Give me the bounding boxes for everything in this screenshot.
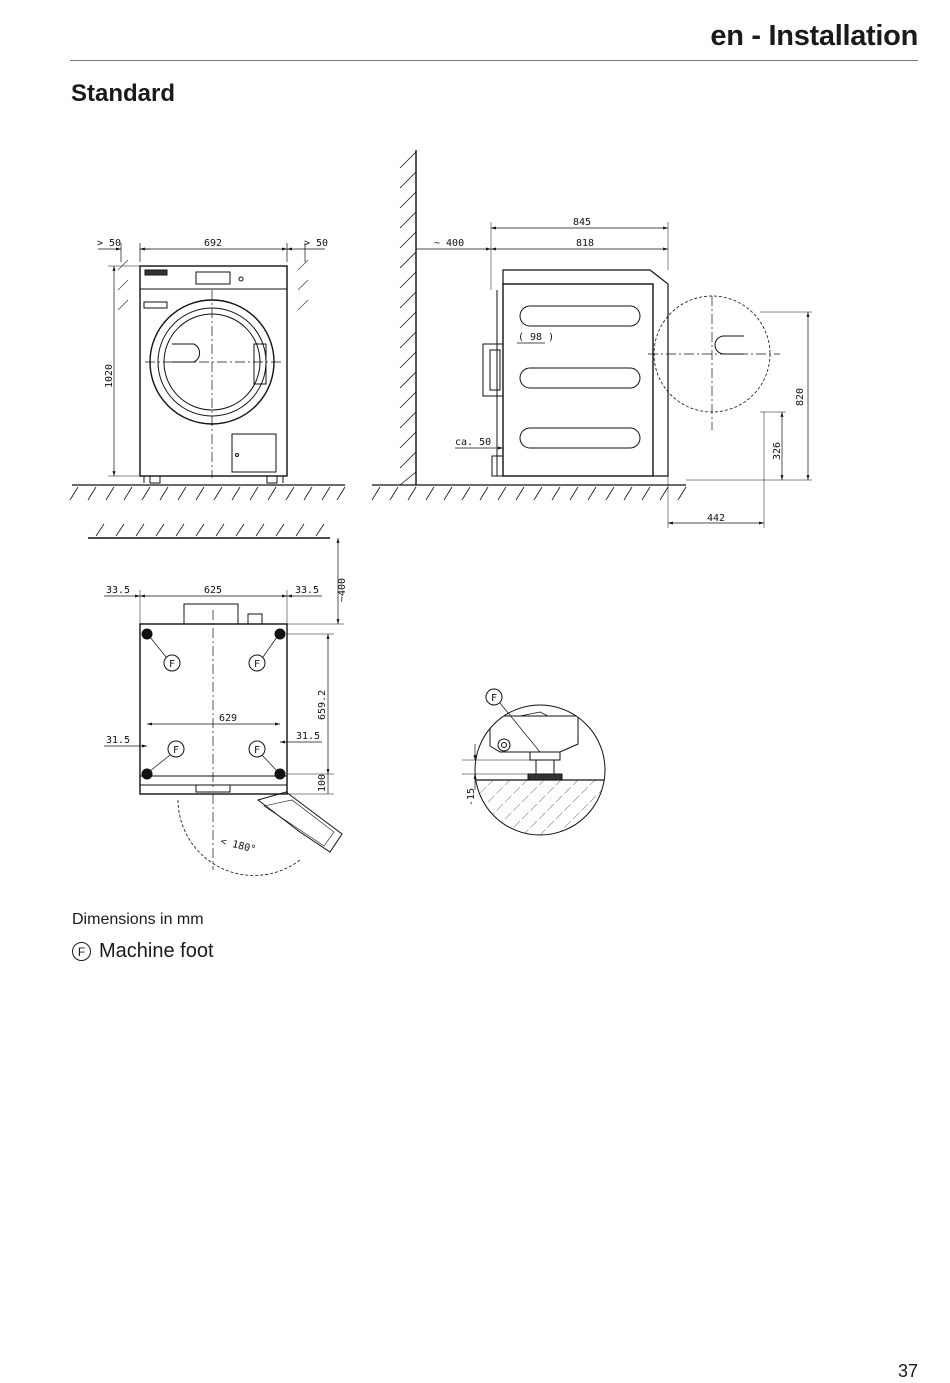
- page-header-title: en - Installation: [710, 20, 918, 52]
- top-foot-label-1: F: [169, 659, 175, 670]
- front-width: 692: [204, 238, 222, 249]
- header-rule: [70, 60, 918, 61]
- top-width: 625: [204, 585, 222, 596]
- side-depth-body: 818: [576, 238, 594, 249]
- side-door-center-height: 326: [772, 442, 783, 460]
- front-height: 1020: [104, 364, 115, 388]
- side-view: [371, 150, 812, 528]
- installation-drawing: > 50 692 > 50 1020: [69, 150, 812, 876]
- side-wall-hatch: [117, 259, 309, 311]
- legend: F Machine foot: [72, 940, 214, 963]
- detail-foot-label: F: [491, 693, 497, 704]
- top-side-right: 33.5: [295, 585, 319, 596]
- wall-hatch: [399, 151, 417, 486]
- foot-detail-view: [462, 688, 606, 836]
- top-foot-label-2: F: [254, 659, 260, 670]
- top-front-offset: 100: [317, 774, 328, 792]
- legend-text: Machine foot: [99, 940, 214, 962]
- side-door-swing-depth: 442: [707, 513, 725, 524]
- top-foot-label-3: F: [173, 745, 179, 756]
- section-title: Standard: [71, 80, 176, 107]
- side-depth-total: 845: [573, 217, 591, 228]
- detail-adjustment: -15: [466, 788, 477, 806]
- top-foot-left: 31.5: [106, 735, 130, 746]
- page-number: 37: [897, 1361, 918, 1381]
- top-wall-distance: ~400: [337, 578, 348, 602]
- front-clearance-right: > 50: [304, 238, 328, 249]
- machine-foot-symbol: F: [72, 942, 91, 961]
- top-depth: 659.2: [317, 690, 328, 720]
- front-clearance-left: > 50: [97, 238, 121, 249]
- side-duct-bottom: ca. 50: [455, 437, 491, 448]
- top-foot-span: 629: [219, 713, 237, 724]
- front-view: [69, 243, 346, 501]
- floor-hatch: [69, 486, 346, 501]
- side-height: 820: [795, 388, 806, 406]
- top-view: [88, 523, 344, 876]
- top-side-left: 33.5: [106, 585, 130, 596]
- top-foot-right: 31.5: [296, 731, 320, 742]
- top-door-angle: < 180°: [219, 836, 257, 855]
- dimensions-caption: Dimensions in mm: [72, 911, 204, 928]
- side-wall-distance: ~ 400: [434, 238, 464, 249]
- side-duct-offset: ( 98 ): [518, 332, 554, 343]
- top-foot-label-4: F: [254, 745, 260, 756]
